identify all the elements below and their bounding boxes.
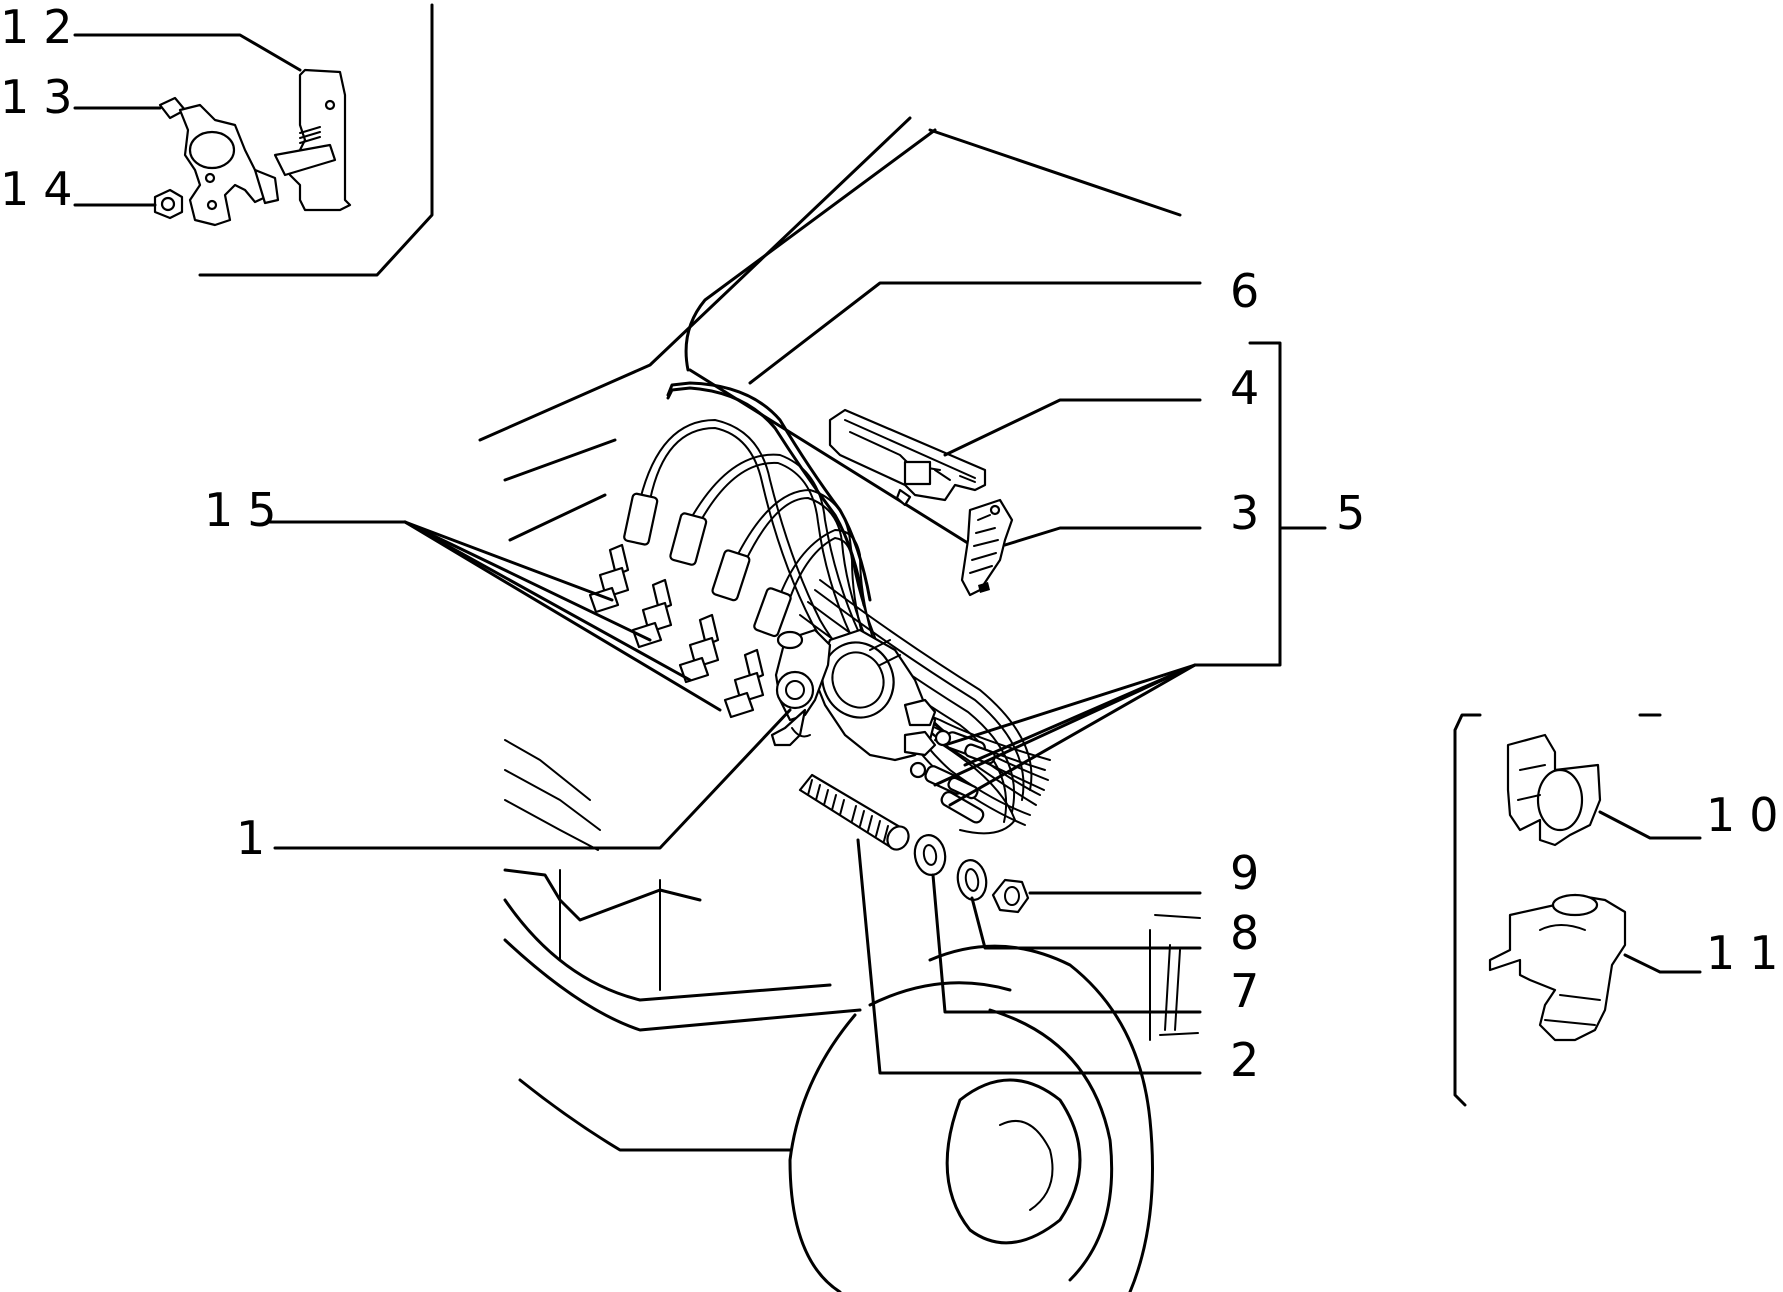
nut-part-14 <box>153 188 184 220</box>
callout-14: 14 <box>0 162 87 216</box>
callout-3: 3 <box>1230 486 1274 540</box>
vehicle-body-outline <box>478 116 1201 1152</box>
leader-12 <box>73 33 302 72</box>
inset-frame-right <box>1453 713 1662 1107</box>
leader-7 <box>931 873 1202 1014</box>
callout-10: 10 <box>1706 788 1783 842</box>
leader-15d <box>403 520 722 712</box>
inset-frame-top-left <box>198 3 434 277</box>
bracket-part-12 <box>273 68 352 212</box>
spark-plugs-part-15 <box>588 543 765 719</box>
spark-plug-3 <box>678 613 720 684</box>
leader-8 <box>970 896 1202 950</box>
sensor-part-13 <box>158 96 280 227</box>
spark-plug-2 <box>631 578 673 649</box>
callout-2: 2 <box>1230 1033 1274 1087</box>
spark-plug-1 <box>588 543 630 614</box>
leader-6 <box>748 281 1202 385</box>
leader-5c <box>933 663 1197 787</box>
leader-5-bracket <box>1193 341 1282 667</box>
leader-5d <box>948 663 1197 807</box>
nut-part-9 <box>991 878 1030 914</box>
callout-4: 4 <box>1230 361 1274 415</box>
leader-lines <box>73 33 1702 1075</box>
callout-5: 5 <box>1336 486 1380 540</box>
callout-9: 9 <box>1230 846 1274 900</box>
callout-11: 11 <box>1706 926 1783 980</box>
leader-2 <box>856 838 1202 1075</box>
leader-11 <box>1623 953 1702 974</box>
leader-4 <box>943 398 1202 457</box>
callout-8: 8 <box>1230 906 1274 960</box>
cable-comb-part-3 <box>960 498 1014 597</box>
distributor-part-1 <box>770 628 937 762</box>
clip-part-10 <box>1506 733 1602 847</box>
callout-13: 13 <box>0 70 87 124</box>
leader-1 <box>273 708 792 850</box>
double-clip-part-11 <box>1488 893 1627 1042</box>
callout-6: 6 <box>1230 264 1274 318</box>
leader-3 <box>1003 526 1202 547</box>
callout-1: 1 <box>236 811 280 865</box>
stud-part-2 <box>798 773 910 851</box>
leader-15c <box>403 520 692 682</box>
leader-5a <box>943 663 1197 747</box>
leader-15b <box>403 520 652 642</box>
spring-washer-part-8 <box>956 859 988 901</box>
callout-15: 15 <box>204 483 291 537</box>
cable-holder-part-4 <box>828 408 987 507</box>
wheel <box>788 944 1154 1292</box>
callout-12: 12 <box>0 0 87 54</box>
spark-plug-4 <box>723 648 765 719</box>
leader-15a <box>403 520 614 602</box>
washer-part-7 <box>913 834 947 876</box>
leader-10 <box>1598 810 1702 840</box>
callout-7: 7 <box>1230 964 1274 1018</box>
